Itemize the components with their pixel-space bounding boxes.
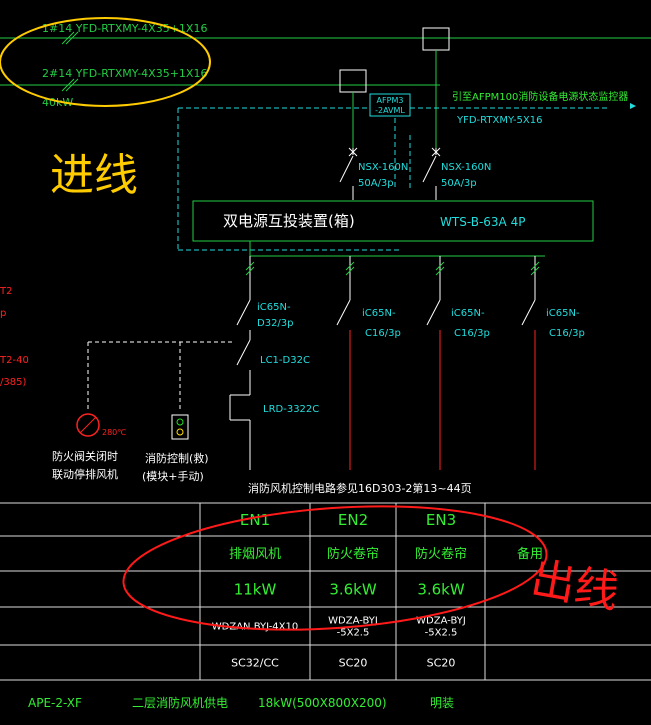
table-cell: 3.6kW bbox=[329, 580, 377, 598]
table-cell: WDZAN BYJ-4X10 bbox=[212, 622, 299, 633]
table-cell: SC20 bbox=[427, 656, 456, 669]
ats-box bbox=[192, 200, 594, 242]
table-cell: SC32/CC bbox=[231, 656, 279, 669]
table-cell: 11kW bbox=[234, 580, 277, 598]
footer-panel-id: APE-2-XF bbox=[28, 696, 82, 710]
table-cell: EN2 bbox=[338, 511, 368, 529]
left-fragment-4: /385) bbox=[0, 377, 26, 388]
outgoing-highlight-circle bbox=[122, 505, 548, 631]
table-cell: 3.6kW bbox=[417, 580, 465, 598]
branch-4-rating: C16/3p bbox=[549, 328, 585, 339]
branch-1-rating: D32/3p bbox=[257, 318, 294, 329]
fire-monitor-label: 引至AFPM100消防设备电源状态监控器 bbox=[452, 90, 628, 103]
damper-temp: 280℃ bbox=[102, 428, 126, 437]
incomer-drops bbox=[352, 50, 437, 148]
branch-3-rating: C16/3p bbox=[454, 328, 490, 339]
control-dashed-wiring bbox=[87, 341, 235, 412]
control-module-symbol bbox=[171, 414, 189, 440]
table-cell: WDZA-BYJ bbox=[328, 616, 378, 627]
branch-2-rating: C16/3p bbox=[365, 328, 401, 339]
incomer-1-model: NSX-160N bbox=[358, 162, 408, 173]
control-label-1: 消防控制(救) bbox=[145, 451, 209, 465]
branch-2-model: iC65N- bbox=[362, 308, 396, 319]
fire-damper-symbol bbox=[76, 413, 100, 437]
afpm-label-1: AFPM3 bbox=[377, 96, 404, 105]
footer-spec: 18kW(500X800X200) bbox=[258, 696, 387, 710]
incoming-highlight-circle bbox=[0, 17, 211, 107]
ats-name: 双电源互投装置(箱) bbox=[223, 212, 355, 230]
incoming-annotation: 进线 bbox=[50, 150, 138, 201]
incomer-2-rating: 50A/3p bbox=[441, 178, 477, 189]
table-cell: WDZA-BYJ bbox=[416, 616, 466, 627]
branch-3-model: iC65N- bbox=[451, 308, 485, 319]
ats-model: WTS-B-63A 4P bbox=[440, 215, 525, 229]
monitor-arrow bbox=[630, 103, 636, 109]
incomer-1-rating: 50A/3p bbox=[358, 178, 394, 189]
control-label-2: (模块+手动) bbox=[142, 469, 204, 483]
incomer-breakers bbox=[339, 147, 441, 200]
branch-4-model: iC65N- bbox=[546, 308, 580, 319]
footer-description: 二层消防风机供电 bbox=[132, 695, 228, 710]
incomer-2-model: NSX-160N bbox=[441, 162, 491, 173]
left-fragment-3: T2-40 bbox=[0, 355, 29, 366]
table-cell: -5X2.5 bbox=[425, 628, 458, 639]
damper-label-2: 联动停排风机 bbox=[52, 467, 118, 481]
table-cell: 备用 bbox=[517, 546, 543, 562]
table-cell: 防火卷帘 bbox=[327, 546, 379, 562]
afpm-label-2: -2AVML bbox=[375, 106, 405, 115]
table-cell: -5X2.5 bbox=[337, 628, 370, 639]
table-cell: SC20 bbox=[339, 656, 368, 669]
circuit-table-grid bbox=[0, 502, 651, 681]
afpm-module-box bbox=[369, 93, 411, 117]
table-cell: 排烟风机 bbox=[229, 547, 281, 562]
left-fragment-2: p bbox=[0, 308, 6, 319]
fire-monitor-cable: YFD-RTXMY-5X16 bbox=[456, 115, 542, 126]
table-cell: EN3 bbox=[426, 511, 456, 529]
monitor-dashed-wiring bbox=[177, 92, 610, 251]
contactor-label: LC1-D32C bbox=[260, 355, 310, 366]
feeder-2-label: 2#14 YFD-RTXMY-4X35+1X16 bbox=[42, 67, 207, 80]
control-circuit-note: 消防风机控制电路参见16D303-2第13~44页 bbox=[248, 481, 472, 495]
footer-install: 明装 bbox=[430, 696, 454, 710]
incoming-feeders bbox=[0, 31, 651, 92]
branch-circuits bbox=[229, 256, 540, 470]
damper-label-1: 防火阀关闭时 bbox=[52, 449, 118, 463]
branch-1-model: iC65N- bbox=[257, 302, 291, 313]
table-cell: 防火卷帘 bbox=[415, 546, 467, 562]
left-fragment-1: T2 bbox=[0, 286, 12, 297]
thermal-relay-label: LRD-3322C bbox=[263, 404, 319, 415]
